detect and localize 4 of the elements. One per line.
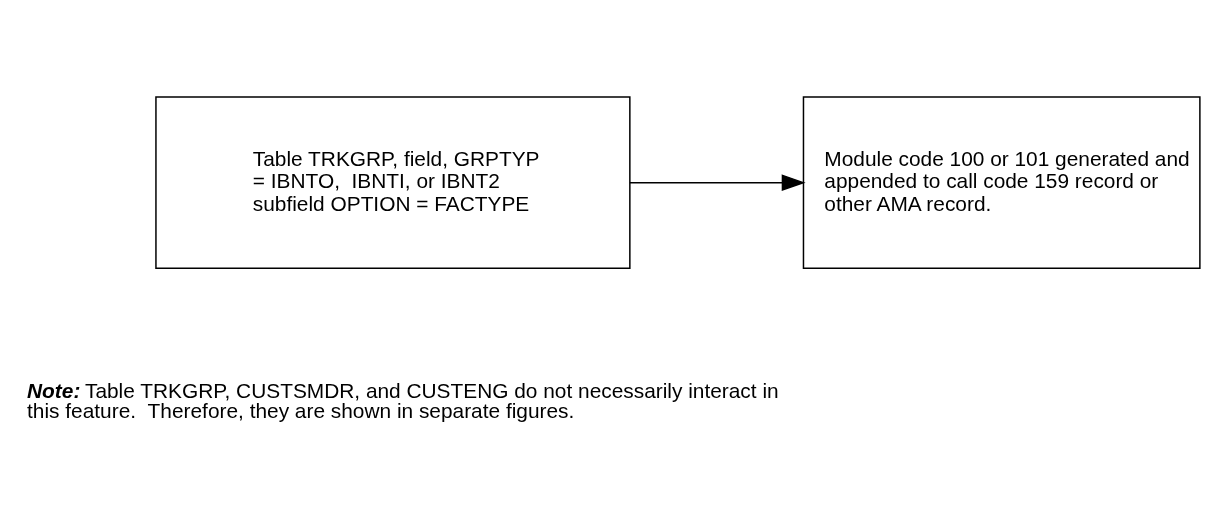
- label: Note: Table TRKGRP, CUSTSMDR, and CUSTENG do not necessarily interact in this feature. Therefore, they are shown in separate figures.: [27, 378, 779, 423]
- node-box: Table TRKGRP, field, GRPTYP = IBNTO, IBNTI, or IBNT2 subfield OPTION = FACTYPE: [155, 96, 631, 270]
- node-box: Module code 100 or 101 generated and appended to call code 159 record or other AMA record.: [802, 96, 1201, 270]
- arrow: [629, 174, 806, 191]
